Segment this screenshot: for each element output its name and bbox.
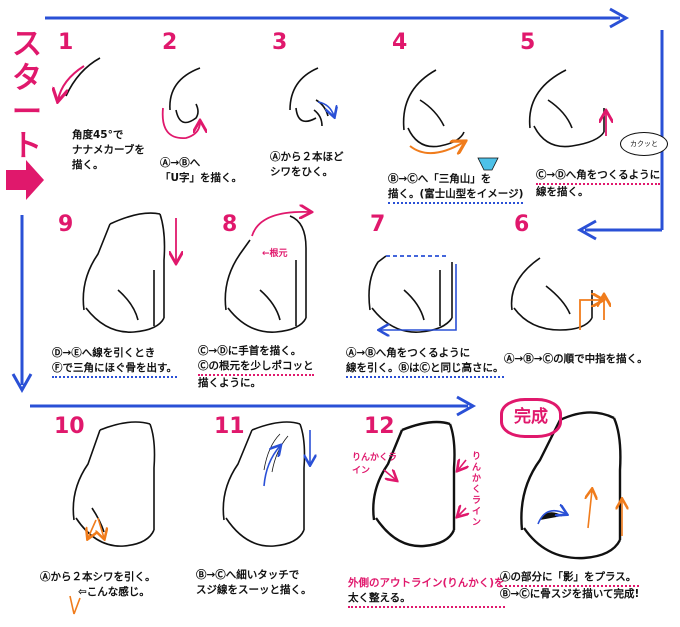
step-1-number: 1 (58, 30, 74, 55)
step-10-number: 10 (54, 414, 85, 439)
step-3-caption: Ⓐから２本ほどシワをひく。 (270, 151, 344, 178)
step-9-number: 9 (58, 212, 74, 237)
step-3-number: 3 (272, 30, 288, 55)
step-10-caption: Ⓐから２本シワを引く。 ⇦こんな感じ。 (40, 571, 156, 598)
flow-arrow-left-down (11, 215, 33, 394)
step-6-caption: Ⓐ→Ⓑ→Ⓒの順で中指を描く。 (504, 353, 648, 365)
step-12-caption: 外側のアウトライン(りんかく)を太く整える。 (348, 576, 505, 608)
step-2-drawing (169, 67, 201, 124)
step-8-number: 8 (222, 212, 238, 237)
step-10-drawing (72, 421, 156, 547)
step-3-drawing (289, 67, 329, 127)
step-6-number: 6 (514, 212, 530, 237)
start-arrow-icon (6, 160, 44, 200)
flow-arrow-right-down (576, 30, 664, 241)
step-7-number: 7 (370, 212, 386, 237)
step-5-bubble: カクッと (620, 132, 668, 156)
step-5-caption: Ⓒ→Ⓓへ角をつくるように線を描く。 (536, 169, 661, 198)
step-11-number: 11 (214, 414, 245, 439)
step-8-note: ←根元 (262, 249, 288, 259)
flow-arrow-top (45, 7, 630, 29)
step-12-note-right: りんかくライン (472, 452, 482, 528)
step-4-number: 4 (392, 30, 408, 55)
step-5-number: 5 (520, 30, 536, 55)
step-11-caption: Ⓑ→Ⓒへ細いタッチでスジ線をスーッと描く。 (196, 569, 312, 596)
step-1-caption: 角度45°でナナメカーブを描く。 (72, 129, 145, 171)
step-7-drawing (368, 255, 453, 333)
step-2-number: 2 (162, 30, 178, 55)
step-8-drawing (224, 215, 307, 333)
step-12-note-left: りんかくライン (352, 453, 398, 476)
flow-arrow-bottom (30, 395, 477, 417)
start-label: スタート (12, 27, 42, 164)
step-5-drawing (528, 69, 605, 148)
step-4-drawing (402, 69, 465, 148)
final-caption: Ⓐの部分に「影」をプラス。Ⓑ→Ⓒに骨スジを描いて完成! (500, 571, 640, 600)
step-4-caption: Ⓑ→Ⓒへ「三角山」を描く。(富士山型をイメージ) (388, 172, 524, 204)
step-2-caption: Ⓐ→Ⓑへ「U字」を描く。 (160, 157, 243, 184)
step-8-caption: Ⓒ→Ⓓに手首を描く。Ⓒの根元を少しポコッと描くように。 (198, 345, 314, 389)
step-12-number: 12 (364, 414, 395, 439)
final-drawing (520, 411, 622, 560)
complete-badge: 完成 (500, 398, 562, 438)
step-9-drawing (82, 212, 166, 333)
step-7-caption: Ⓐ→Ⓑへ角をつくるように線を引く。ⒷはⒸと同じ高さに。 (346, 346, 504, 378)
step-12-drawing (372, 420, 456, 548)
